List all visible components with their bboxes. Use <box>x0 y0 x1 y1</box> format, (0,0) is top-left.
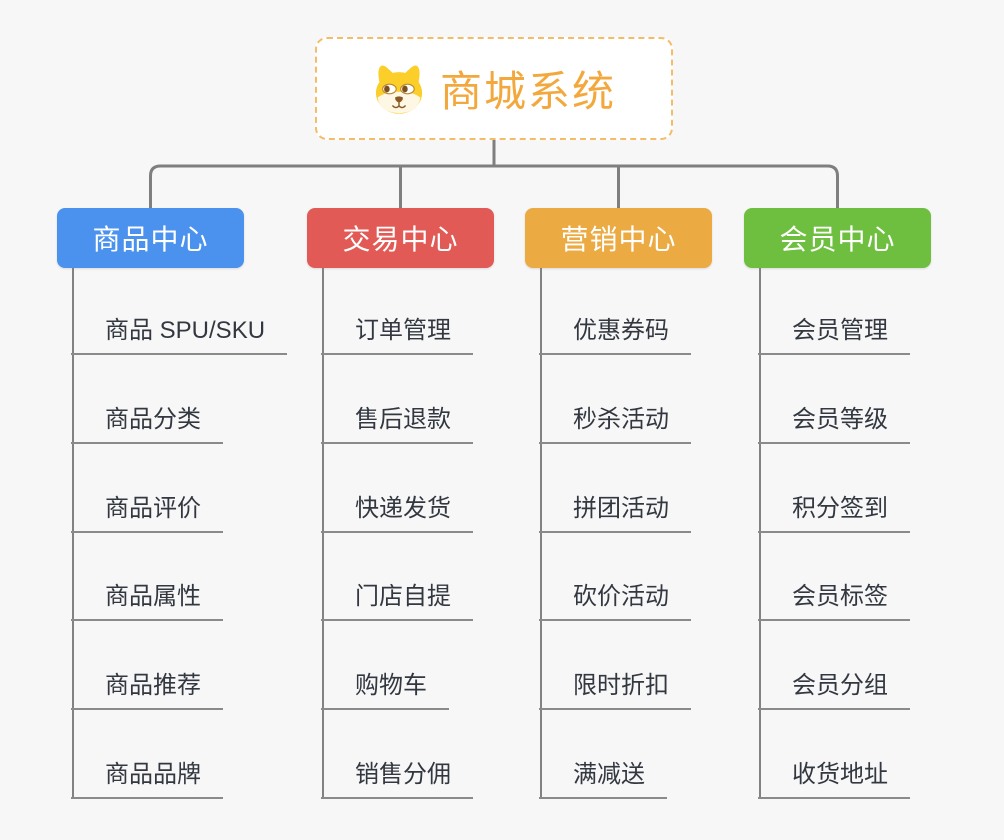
branch-column-trade-center: 交易中心 订单管理 售后退款 快递发货 门店自提 购物车 销售分佣 <box>307 208 494 840</box>
branch-spine-line <box>540 268 542 799</box>
branch-spine-line <box>322 268 324 799</box>
leaf-node[interactable]: 会员等级 <box>758 405 910 444</box>
branch-node-trade-center[interactable]: 交易中心 <box>307 208 494 268</box>
leaf-node[interactable]: 购物车 <box>321 671 449 710</box>
branch-node-product-center[interactable]: 商品中心 <box>57 208 244 268</box>
leaf-node[interactable]: 商品 SPU/SKU <box>71 316 288 355</box>
leaf-node[interactable]: 会员标签 <box>758 582 910 621</box>
leaf-node[interactable]: 满减送 <box>539 760 667 799</box>
leaf-node[interactable]: 销售分佣 <box>321 760 473 799</box>
branch-spine-line <box>759 268 761 799</box>
leaf-node[interactable]: 商品推荐 <box>71 671 223 710</box>
leaf-node[interactable]: 优惠券码 <box>539 316 691 355</box>
leaf-node[interactable]: 限时折扣 <box>539 671 691 710</box>
branch-column-member-center: 会员中心 会员管理 会员等级 积分签到 会员标签 会员分组 收货地址 <box>744 208 931 840</box>
dog-face-icon <box>375 65 423 114</box>
branch-node-marketing-center[interactable]: 营销中心 <box>525 208 712 268</box>
leaf-node[interactable]: 砍价活动 <box>539 582 691 621</box>
leaf-node[interactable]: 商品品牌 <box>71 760 223 799</box>
branch-spine-line <box>72 268 74 799</box>
leaf-node[interactable]: 会员管理 <box>758 316 910 355</box>
leaf-node[interactable]: 会员分组 <box>758 671 910 710</box>
leaf-node[interactable]: 收货地址 <box>758 760 910 799</box>
branch-column-product-center: 商品中心 商品 SPU/SKU 商品分类 商品评价 商品属性 商品推荐 商品品牌 <box>57 208 288 840</box>
leaf-node[interactable]: 门店自提 <box>321 582 473 621</box>
branch-column-marketing-center: 营销中心 优惠券码 秒杀活动 拼团活动 砍价活动 限时折扣 满减送 <box>525 208 712 840</box>
root-node[interactable]: 商城系统 <box>315 37 673 140</box>
leaf-node[interactable]: 订单管理 <box>321 316 473 355</box>
leaf-node[interactable]: 秒杀活动 <box>539 405 691 444</box>
leaf-node[interactable]: 商品分类 <box>71 405 223 444</box>
leaf-node[interactable]: 商品评价 <box>71 494 223 533</box>
branch-node-member-center[interactable]: 会员中心 <box>744 208 931 268</box>
leaf-node[interactable]: 售后退款 <box>321 405 473 444</box>
leaf-node[interactable]: 拼团活动 <box>539 494 691 533</box>
root-title: 商城系统 <box>439 68 616 115</box>
leaf-node[interactable]: 快递发货 <box>321 494 473 533</box>
leaf-node[interactable]: 商品属性 <box>71 582 223 621</box>
leaf-node[interactable]: 积分签到 <box>758 494 910 533</box>
